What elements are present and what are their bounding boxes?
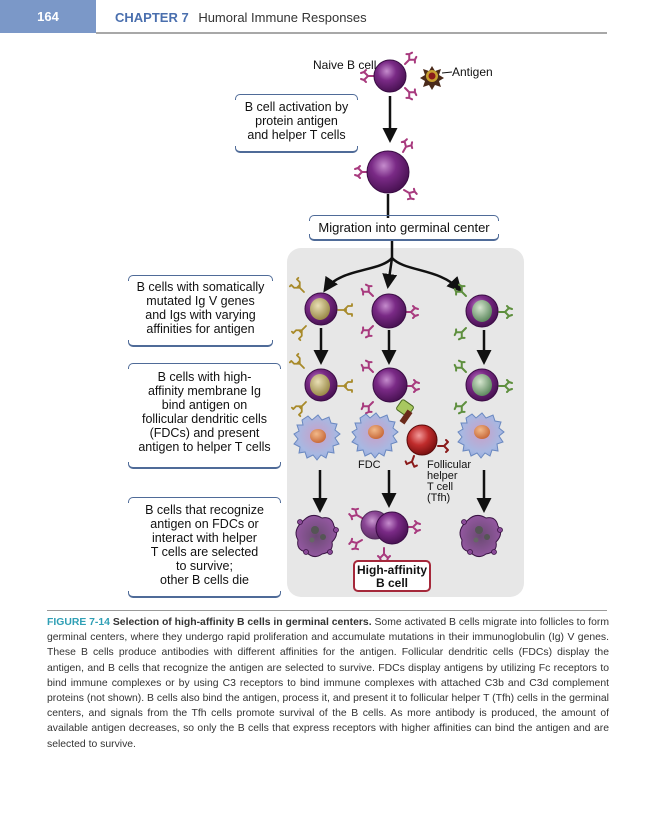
figure-number: FIGURE 7-14 xyxy=(47,617,110,628)
tfh-label-line: helper xyxy=(427,470,458,482)
side-label-line: antigen to helper T cells xyxy=(138,440,271,454)
fdc-cell-right xyxy=(457,412,505,459)
mhc-tcr-complex xyxy=(396,399,414,425)
high-affinity-b-cell-label: High-affinity B cell xyxy=(353,560,431,592)
step-migration-box: Migration into germinal center xyxy=(309,215,499,241)
side-label-line: B cells with high- xyxy=(157,370,252,384)
figure-caption: FIGURE 7-14 Selection of high-affinity B… xyxy=(47,615,609,752)
step-activation-line: protein antigen xyxy=(255,114,338,128)
figure-7-14: Naive B cell Antigen B cell activation b… xyxy=(128,49,524,598)
caption-rule xyxy=(47,610,607,611)
side-label-line: T cells are selected xyxy=(150,545,259,559)
fdc-cell-middle xyxy=(351,412,399,459)
tfh-label-line: Follicular xyxy=(427,459,472,471)
fdc-cell-left xyxy=(293,414,341,461)
side-label-line: mutated Ig V genes xyxy=(146,294,255,308)
side-label-line: bind antigen on xyxy=(161,398,248,412)
antigen-icon xyxy=(420,66,453,90)
side-label-line: to survive; xyxy=(176,559,233,573)
fdc-label: FDC xyxy=(358,459,381,471)
b-cell-gold-row2 xyxy=(288,352,353,418)
side-label-line: B cells that recognize xyxy=(145,503,264,517)
caption-body: Some activated B cells migrate into foll… xyxy=(47,617,610,750)
side-label-line: interact with helper xyxy=(152,531,257,545)
figure-illustration xyxy=(288,49,513,562)
step-activation-line: and helper T cells xyxy=(247,128,346,142)
branch-arrows xyxy=(323,240,463,293)
header-rule xyxy=(96,32,607,34)
page-header-band xyxy=(0,0,96,33)
b-cell-low-affinity-green xyxy=(451,281,513,343)
side-label-line: affinities for antigen xyxy=(146,322,255,336)
activated-b-cell xyxy=(354,136,420,203)
naive-b-cell xyxy=(360,49,420,103)
high-affinity-b-cells xyxy=(346,505,421,562)
row2-arrows xyxy=(312,470,492,513)
side-label-line: other B cells die xyxy=(160,573,249,587)
figure-title: Selection of high-affinity B cells in ge… xyxy=(112,617,372,628)
b-cell-magenta-row2 xyxy=(358,357,420,417)
step-activation-line: B cell activation by xyxy=(244,100,349,114)
running-head: CHAPTER 7 Humoral Immune Responses xyxy=(115,10,367,25)
naive-b-cell-label: Naive B cell xyxy=(313,58,377,72)
side-label-mutated: B cells with somatically mutated Ig V ge… xyxy=(128,275,273,347)
side-label-line: (FDCs) and present xyxy=(149,426,260,440)
apoptotic-b-cell-right xyxy=(459,514,503,558)
tfh-label-line: (Tfh) xyxy=(427,492,451,504)
side-label-line: follicular dendritic cells xyxy=(141,412,268,426)
b-cell-high-affinity-magenta xyxy=(358,281,419,341)
page-number: 164 xyxy=(37,9,59,24)
row1-arrows xyxy=(313,328,492,365)
side-label-high-affinity: B cells with high- affinity membrane Ig … xyxy=(128,363,281,469)
b-cell-green-row2 xyxy=(451,357,513,417)
tfh-cell xyxy=(403,424,449,469)
side-label-selection: B cells that recognize antigen on FDCs o… xyxy=(128,497,281,598)
step-activation-box: B cell activation by protein antigen and… xyxy=(235,94,358,153)
b-cell-low-affinity-gold xyxy=(288,276,353,342)
step-migration-label: Migration into germinal center xyxy=(318,220,490,235)
antigen-label: Antigen xyxy=(452,65,493,79)
side-label-line: and Igs with varying xyxy=(145,308,256,322)
side-label-line: affinity membrane Ig xyxy=(147,384,262,398)
chapter-title: Humoral Immune Responses xyxy=(198,10,367,25)
outcome-line: High-affinity xyxy=(357,563,427,577)
side-label-line: B cells with somatically xyxy=(136,280,265,294)
apoptotic-b-cell-left xyxy=(295,514,339,558)
chapter-label: CHAPTER 7 xyxy=(115,10,189,25)
side-label-line: antigen on FDCs or xyxy=(150,517,259,531)
tfh-label-line: T cell xyxy=(427,481,454,493)
tfh-label: Follicular helper T cell (Tfh) xyxy=(427,460,471,504)
outcome-line: B cell xyxy=(375,576,408,590)
